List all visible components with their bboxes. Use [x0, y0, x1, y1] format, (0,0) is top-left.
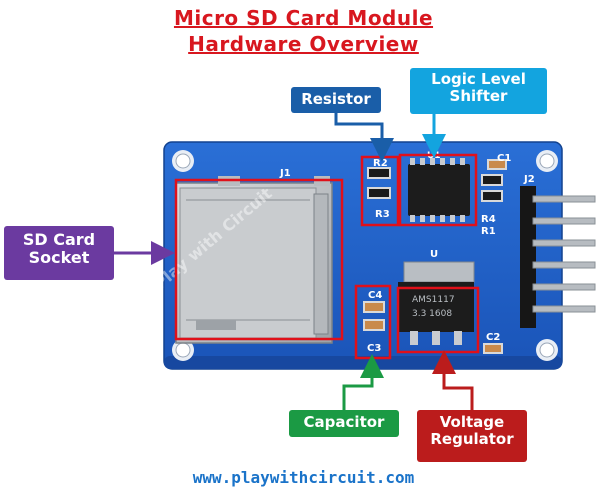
label-voltage-regulator: Voltage Regulator [417, 410, 527, 462]
mounting-holes [172, 150, 558, 361]
silk-u: U [430, 249, 438, 260]
voltage-regulator [398, 261, 475, 345]
pin-header-j2 [520, 186, 596, 328]
logic-shifter-ic [408, 158, 470, 222]
label-resistor: Resistor [291, 87, 381, 113]
label-logic-line2: Shifter [449, 87, 508, 106]
silk-r3: R3 [375, 209, 390, 220]
label-sd-line1: SD Card [22, 230, 96, 249]
arrow-resistor [334, 113, 394, 162]
silk-c1: C1 [497, 153, 511, 164]
silk-c2: C2 [486, 332, 500, 343]
regulator-marking-2: 3.3 1608 [412, 309, 452, 319]
label-vreg-line1: Voltage [439, 413, 505, 431]
regulator-marking-1: AMS1117 [412, 295, 455, 305]
label-sd-card-socket: SD Card Socket [4, 226, 114, 280]
diagram-title-line2: Hardware Overview [188, 32, 419, 56]
silk-j1: J1 [279, 168, 291, 179]
label-sd-line2: Socket [28, 248, 90, 268]
diagram-title-line1: Micro SD Card Module [173, 6, 434, 30]
silk-r1: R1 [481, 226, 496, 237]
label-capacitor: Capacitor [289, 410, 399, 437]
footer-website: www.playwithcircuit.com [192, 468, 415, 487]
label-vreg-line2: Regulator [430, 430, 514, 449]
label-capacitor-text: Capacitor [303, 413, 385, 431]
label-logic-line1: Logic Level [431, 70, 526, 88]
silk-r4: R4 [481, 214, 496, 225]
highlight-sd-socket [174, 178, 344, 341]
arrow-regulator [432, 350, 474, 410]
silk-r2: R2 [373, 158, 388, 169]
capacitors [363, 159, 507, 354]
silk-c4: C4 [368, 290, 382, 301]
silk-j2: J2 [523, 174, 535, 185]
label-resistor-text: Resistor [301, 90, 371, 108]
label-logic-level-shifter: Logic Level Shifter [410, 68, 547, 114]
silk-c3: C3 [367, 343, 381, 354]
arrow-capacitor [342, 354, 384, 410]
resistors [367, 167, 503, 202]
